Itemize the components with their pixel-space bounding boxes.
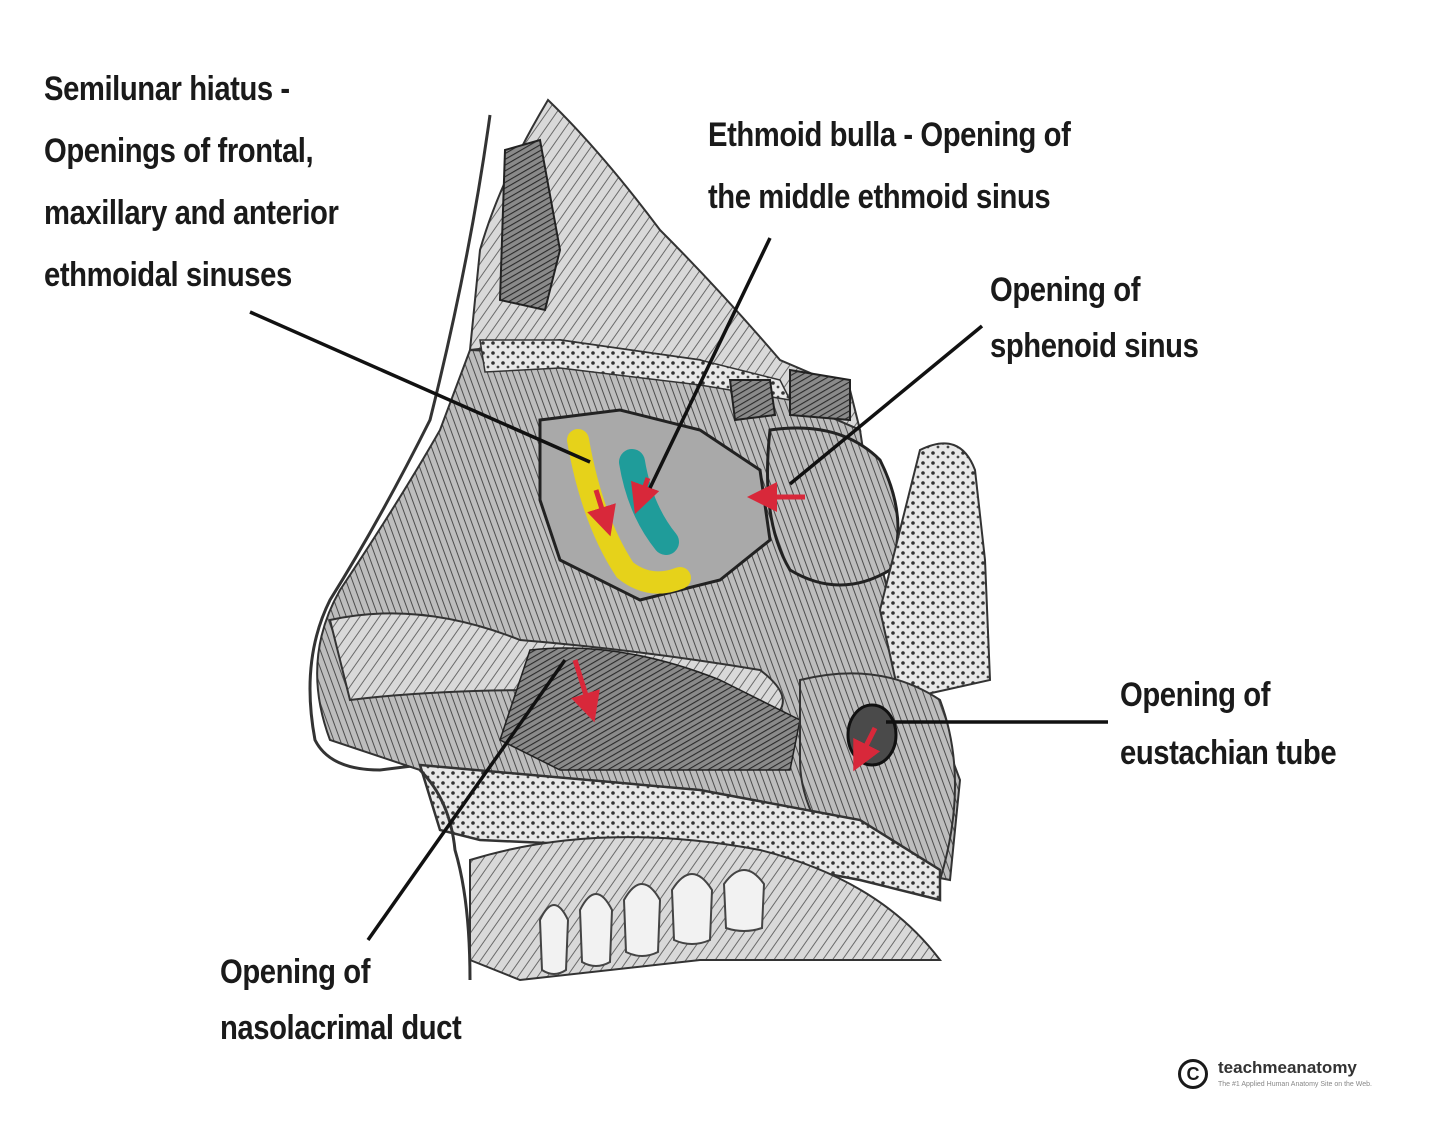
sphenoid-small-cell: [728, 379, 777, 422]
nose-profile: [308, 114, 492, 772]
label-sphenoid-sinus: Opening of sphenoid sinus: [990, 262, 1199, 374]
label-line: the middle ethmoid sinus: [708, 178, 1051, 216]
red-arrows: [571, 477, 881, 772]
semilunar-hiatus-highlight: [567, 429, 691, 594]
label-line: Openings of frontal,: [44, 132, 314, 170]
label-semilunar-hiatus: Semilunar hiatus - Openings of frontal, …: [44, 58, 339, 306]
teachmeanatomy-logo: C teachmeanatomy The #1 Applied Human An…: [1178, 1058, 1372, 1090]
label-eustachian-tube: Opening of eustachian tube: [1120, 666, 1337, 782]
leader-sphenoid: [788, 324, 984, 486]
sphenoid-sinus: [766, 426, 900, 587]
frontal-bone-region: [468, 98, 862, 432]
sphenoid-cell-2: [789, 368, 851, 422]
label-line: Opening of: [220, 953, 371, 991]
logo-tagline: The #1 Applied Human Anatomy Site on the…: [1218, 1081, 1372, 1088]
label-line: Semilunar hiatus -: [44, 70, 290, 108]
posterior-bone: [878, 442, 992, 702]
label-line: maxillary and anterior: [44, 194, 339, 232]
label-line: Ethmoid bulla - Opening of: [708, 116, 1071, 154]
logo-text: teachmeanatomy The #1 Applied Human Anat…: [1218, 1058, 1372, 1090]
label-ethmoid-bulla: Ethmoid bulla - Opening of the middle et…: [708, 104, 1071, 228]
leader-lines: [249, 237, 1108, 942]
leader-semilunar: [249, 310, 591, 464]
inferior-meatus: [499, 647, 801, 771]
label-line: nasolacrimal duct: [220, 1009, 462, 1047]
label-line: Opening of: [990, 271, 1141, 309]
label-line: ethmoidal sinuses: [44, 256, 292, 294]
leader-nasolacrimal: [366, 658, 567, 942]
label-line: sphenoid sinus: [990, 327, 1199, 365]
label-line: eustachian tube: [1120, 734, 1337, 772]
label-line: Opening of: [1120, 676, 1271, 714]
label-nasolacrimal-duct: Opening of nasolacrimal duct: [220, 944, 462, 1056]
leader-ethmoid: [648, 237, 772, 489]
upper-lip: [418, 768, 472, 981]
teeth: [538, 869, 766, 975]
copyright-icon: C: [1178, 1059, 1208, 1089]
frontal-sinus: [498, 138, 562, 312]
logo-name: teachmeanatomy: [1218, 1058, 1357, 1077]
